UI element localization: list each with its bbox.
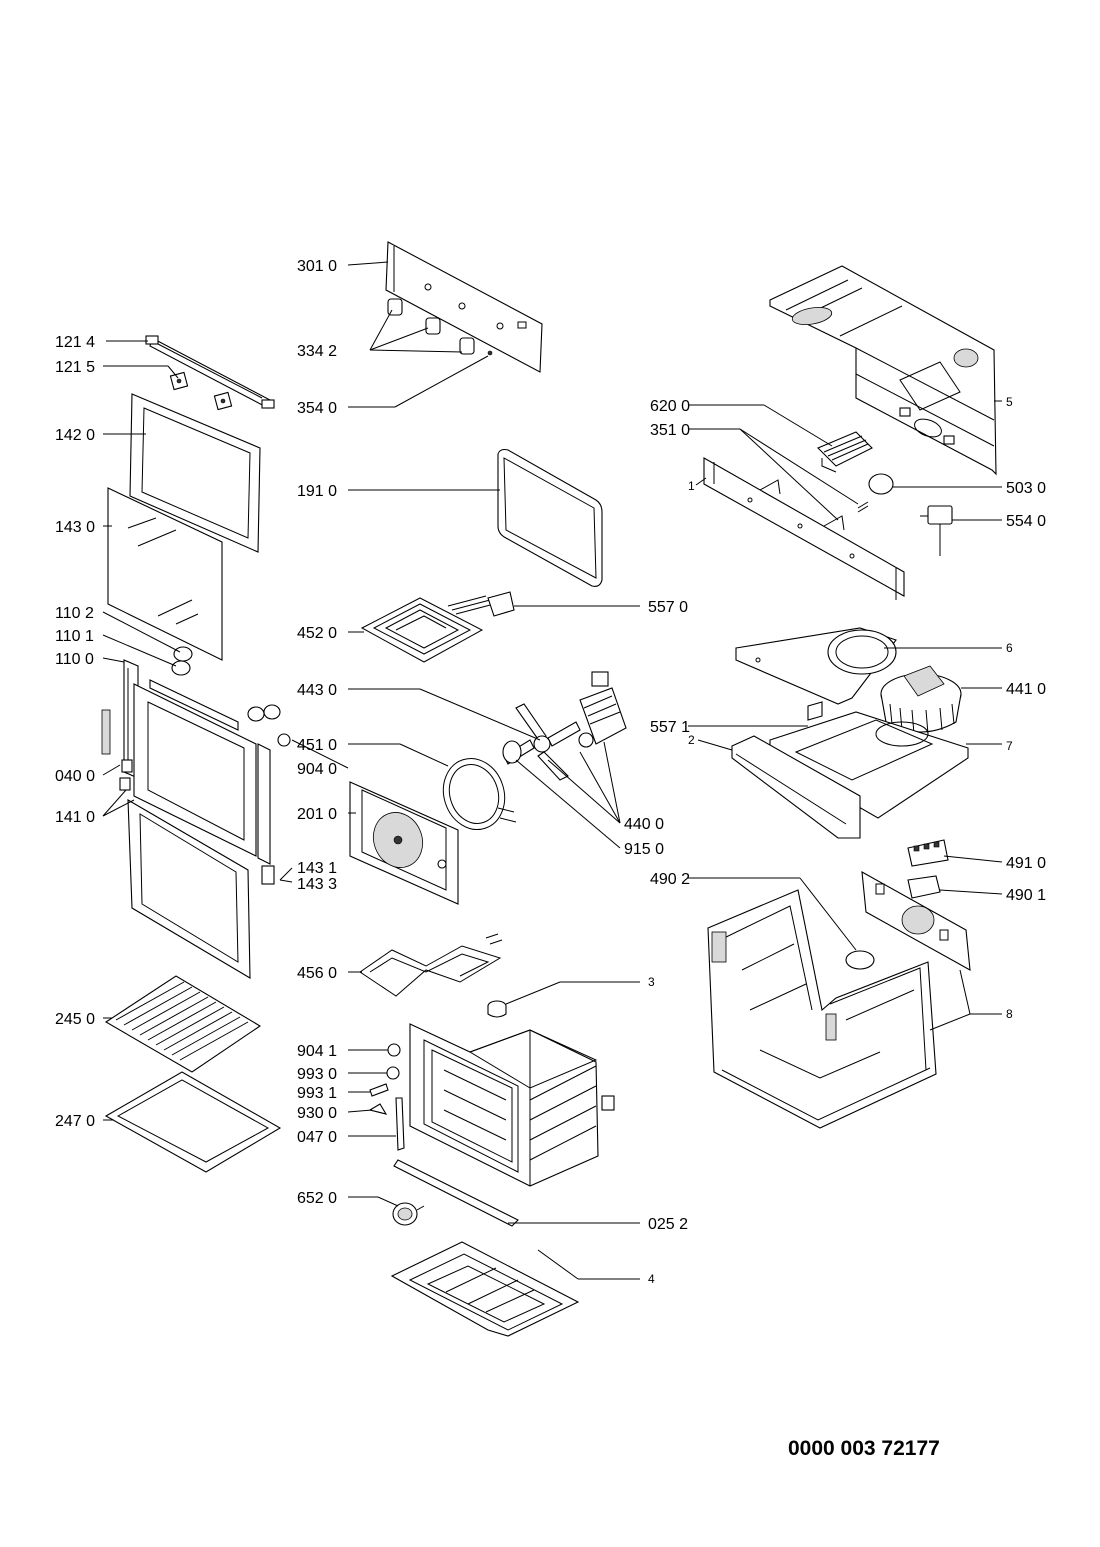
door-frame-part (101, 659, 291, 885)
rear-panel-part (861, 871, 971, 971)
thermostat-part (920, 505, 953, 556)
oven-door-gasket-part (497, 448, 603, 587)
callout-9930: 993 0 (297, 1066, 337, 1083)
callout-4901: 490 1 (1006, 887, 1046, 904)
terminal-block-part (817, 431, 873, 473)
door-inner-glass-part (107, 487, 223, 661)
baking-tray-part (104, 1071, 282, 1173)
door-seal-part (127, 799, 251, 979)
callout-0400: 040 0 (55, 768, 95, 785)
bottom-heating-element-part (359, 933, 503, 997)
callout-5030: 503 0 (1006, 480, 1046, 497)
oven-lamp-part (807, 701, 823, 721)
callout-2010: 201 0 (297, 806, 337, 823)
callout-9150: 915 0 (624, 841, 664, 858)
circular-heating-element-part (442, 740, 522, 830)
callout-4520: 452 0 (297, 625, 337, 642)
right-leader-lines (688, 400, 1003, 1031)
fan-cover-plate-part (735, 627, 897, 705)
callout-4560: 456 0 (297, 965, 337, 982)
callout-1910: 191 0 (297, 483, 337, 500)
side-bracket-part (703, 457, 905, 600)
outer-casing-part (707, 889, 937, 1129)
callout-3010: 301 0 (297, 258, 337, 275)
callout-1214: 121 4 (55, 334, 95, 351)
terminal-connector-part (907, 839, 949, 899)
callout-1433: 143 3 (297, 876, 337, 893)
callout-0252: 025 2 (648, 1216, 688, 1233)
top-heating-element-part (360, 591, 515, 663)
fan-motor-part (578, 671, 627, 748)
callout-3342: 334 2 (297, 343, 337, 360)
callout-4430: 443 0 (297, 682, 337, 699)
callout-7: 7 (1006, 739, 1013, 753)
callout-1431: 143 1 (297, 860, 337, 877)
callout-3: 3 (648, 975, 655, 989)
document-number: 0000 003 72177 (788, 1437, 940, 1460)
callout-6: 6 (1006, 641, 1013, 655)
left-leader-lines (102, 340, 293, 1121)
cap-part (487, 1000, 507, 1018)
callout-1: 1 (688, 479, 695, 493)
cooling-fan-part (880, 665, 962, 735)
callout-5: 5 (1006, 395, 1013, 409)
top-frame-part (769, 265, 997, 476)
oven-rack-part (104, 975, 262, 1073)
oven-cavity-part (409, 1023, 615, 1187)
callout-9300: 930 0 (297, 1105, 337, 1122)
bottom-panel-part (390, 1241, 580, 1337)
front-strip-part (731, 735, 861, 839)
callout-4410: 441 0 (1006, 681, 1046, 698)
control-panel-part (385, 241, 543, 373)
thermal-cutout-part (857, 473, 894, 513)
callout-4510: 451 0 (297, 737, 337, 754)
callout-2470: 247 0 (55, 1113, 95, 1130)
callout-4: 4 (648, 1272, 655, 1286)
switch-part (392, 1202, 425, 1226)
hinge-covers-part (171, 646, 281, 722)
callout-5570: 557 0 (648, 599, 688, 616)
callout-1102: 110 2 (55, 605, 94, 622)
callout-8: 8 (1006, 1007, 1013, 1021)
callout-9931: 993 1 (297, 1085, 337, 1102)
callout-0470: 047 0 (297, 1129, 337, 1146)
callout-9041: 904 1 (297, 1043, 337, 1060)
callout-1101: 110 1 (55, 628, 94, 645)
callout-1420: 142 0 (55, 427, 95, 444)
callout-2450: 245 0 (55, 1011, 95, 1028)
door-handle-part (145, 335, 275, 409)
callout-2: 2 (688, 733, 695, 747)
callout-1100: 110 0 (55, 651, 94, 668)
small-parts (368, 1043, 519, 1227)
callout-1430: 143 0 (55, 519, 95, 536)
callout-4902: 490 2 (650, 871, 690, 888)
callout-6200: 620 0 (650, 398, 690, 415)
handle-bracket-part (169, 371, 233, 411)
callout-1410: 141 0 (55, 809, 95, 826)
callout-4910: 491 0 (1006, 855, 1046, 872)
callout-3540: 354 0 (297, 400, 337, 417)
callout-5540: 554 0 (1006, 513, 1046, 530)
callout-3510: 351 0 (650, 422, 690, 439)
middle-leader-lines (291, 261, 640, 1280)
callout-1215: 121 5 (55, 359, 95, 376)
callout-6520: 652 0 (297, 1190, 337, 1207)
callout-4400: 440 0 (624, 816, 664, 833)
rear-cover-part (349, 781, 459, 905)
callout-5571: 557 1 (650, 719, 690, 736)
callout-9040: 904 0 (297, 761, 337, 778)
door-outer-glass-part (129, 393, 261, 553)
